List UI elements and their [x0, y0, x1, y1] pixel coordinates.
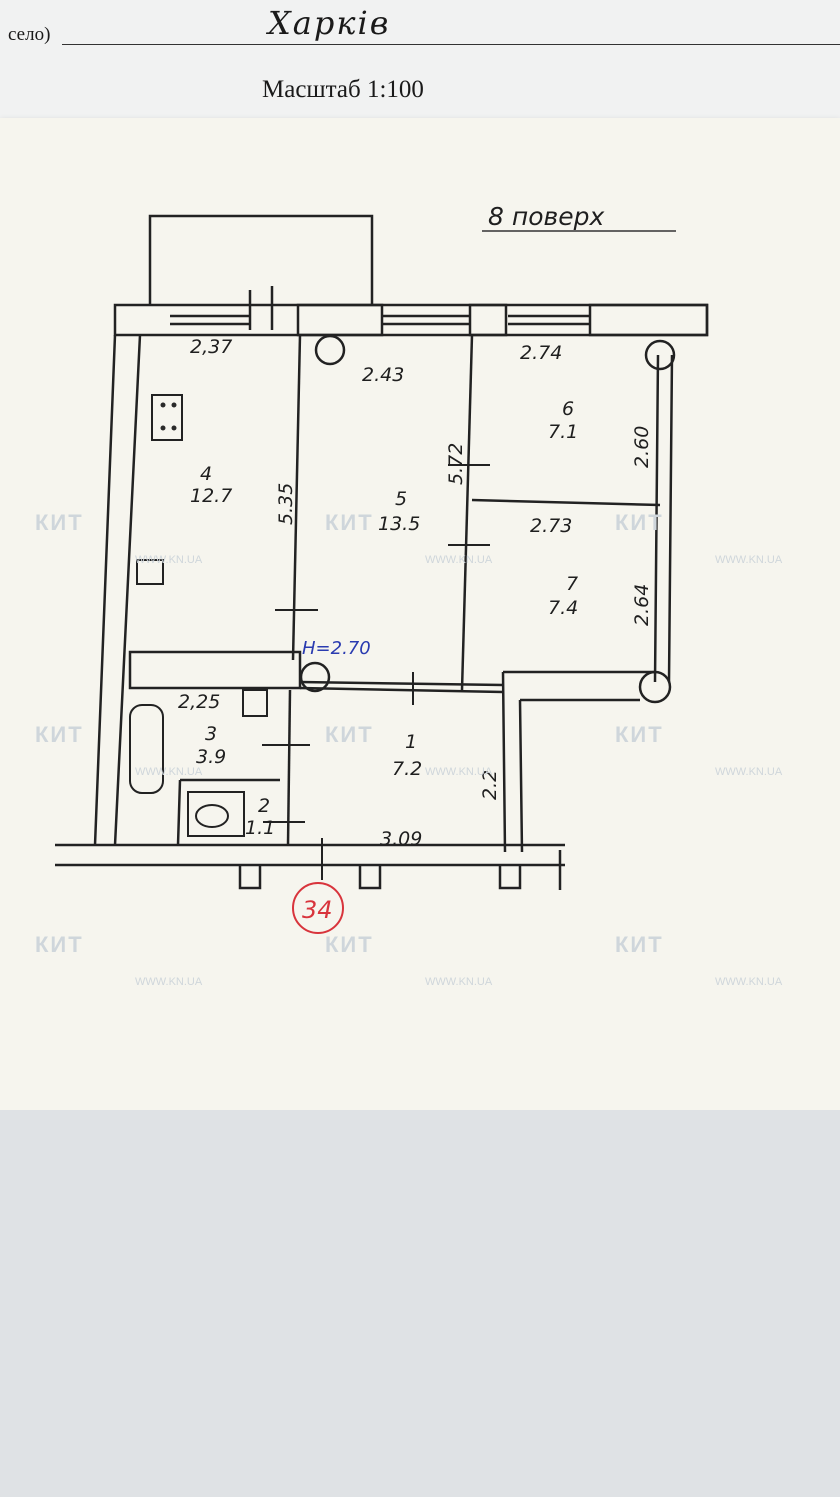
- pier-3: [588, 303, 709, 337]
- dim-room6-width: 2.74: [520, 342, 562, 364]
- room-1-area: 7.2: [392, 758, 422, 780]
- ceiling-height: H=2.70: [302, 638, 371, 659]
- room-5-number: 5: [395, 488, 407, 510]
- partition-rooms-6-7: [471, 498, 661, 507]
- room-7-area: 7.4: [548, 597, 578, 619]
- dim-room5-width: 2.43: [362, 364, 404, 386]
- dim-kitchen-width: 2,37: [190, 336, 232, 358]
- room-2-area: 1.1: [245, 817, 275, 839]
- dim-hall-length: 2.2: [479, 770, 501, 800]
- room-4-area: 12.7: [190, 485, 232, 507]
- room-7-number: 7: [566, 573, 578, 595]
- stamp-circle: [292, 882, 344, 934]
- corridor-wall: [128, 650, 302, 690]
- room-3-area: 3.9: [196, 746, 226, 768]
- column-2: [644, 339, 676, 371]
- scale-label: Масштаб 1:100: [262, 76, 424, 103]
- room-6-area: 7.1: [548, 421, 578, 443]
- room-2-number: 2: [258, 795, 270, 817]
- dim-hall-width: 3.09: [380, 828, 422, 850]
- partition-kitchen: [291, 334, 302, 661]
- column-3: [299, 661, 331, 693]
- city-underline: [62, 44, 840, 45]
- room-5-area: 13.5: [378, 513, 420, 535]
- dim-room6-length: 2.60: [631, 426, 653, 468]
- floor-plan-sheet: [0, 118, 840, 1110]
- form-header: село) Харків Масштаб 1:100: [0, 0, 840, 140]
- background-table: [0, 1110, 840, 1497]
- hall-right-wall: [501, 670, 655, 853]
- selo-label: село): [8, 24, 51, 45]
- pier-1: [296, 303, 384, 337]
- dim-bath-width: 2,25: [178, 691, 220, 713]
- floor-label: 8 поверх: [488, 202, 604, 231]
- room-1-number: 1: [405, 731, 417, 753]
- room-4-number: 4: [200, 463, 212, 485]
- kitchen-sink: [136, 559, 164, 585]
- bottom-wall: [55, 843, 565, 867]
- toilet: [195, 804, 229, 828]
- pier-2: [468, 303, 508, 337]
- toilet-box: [187, 791, 245, 837]
- left-wall: [93, 334, 142, 846]
- city-name: Харків: [268, 4, 391, 42]
- balcony-outline: [148, 214, 374, 305]
- bath-sink: [242, 689, 268, 717]
- stamp-number: 34: [302, 896, 333, 924]
- right-wall: [653, 354, 674, 683]
- dim-room7-width: 2.73: [530, 515, 572, 537]
- top-wall: [113, 303, 709, 337]
- stove: [151, 394, 183, 441]
- column-4: [638, 670, 672, 704]
- bathtub: [129, 704, 164, 794]
- partition-room5: [460, 334, 474, 691]
- dim-room5-length: 5.72: [445, 443, 467, 485]
- dim-kitchen-length: 5.35: [275, 483, 297, 525]
- dim-room7-length: 2.64: [631, 584, 653, 626]
- column-1: [314, 334, 346, 366]
- room-3-number: 3: [205, 723, 217, 745]
- room-6-number: 6: [562, 398, 574, 420]
